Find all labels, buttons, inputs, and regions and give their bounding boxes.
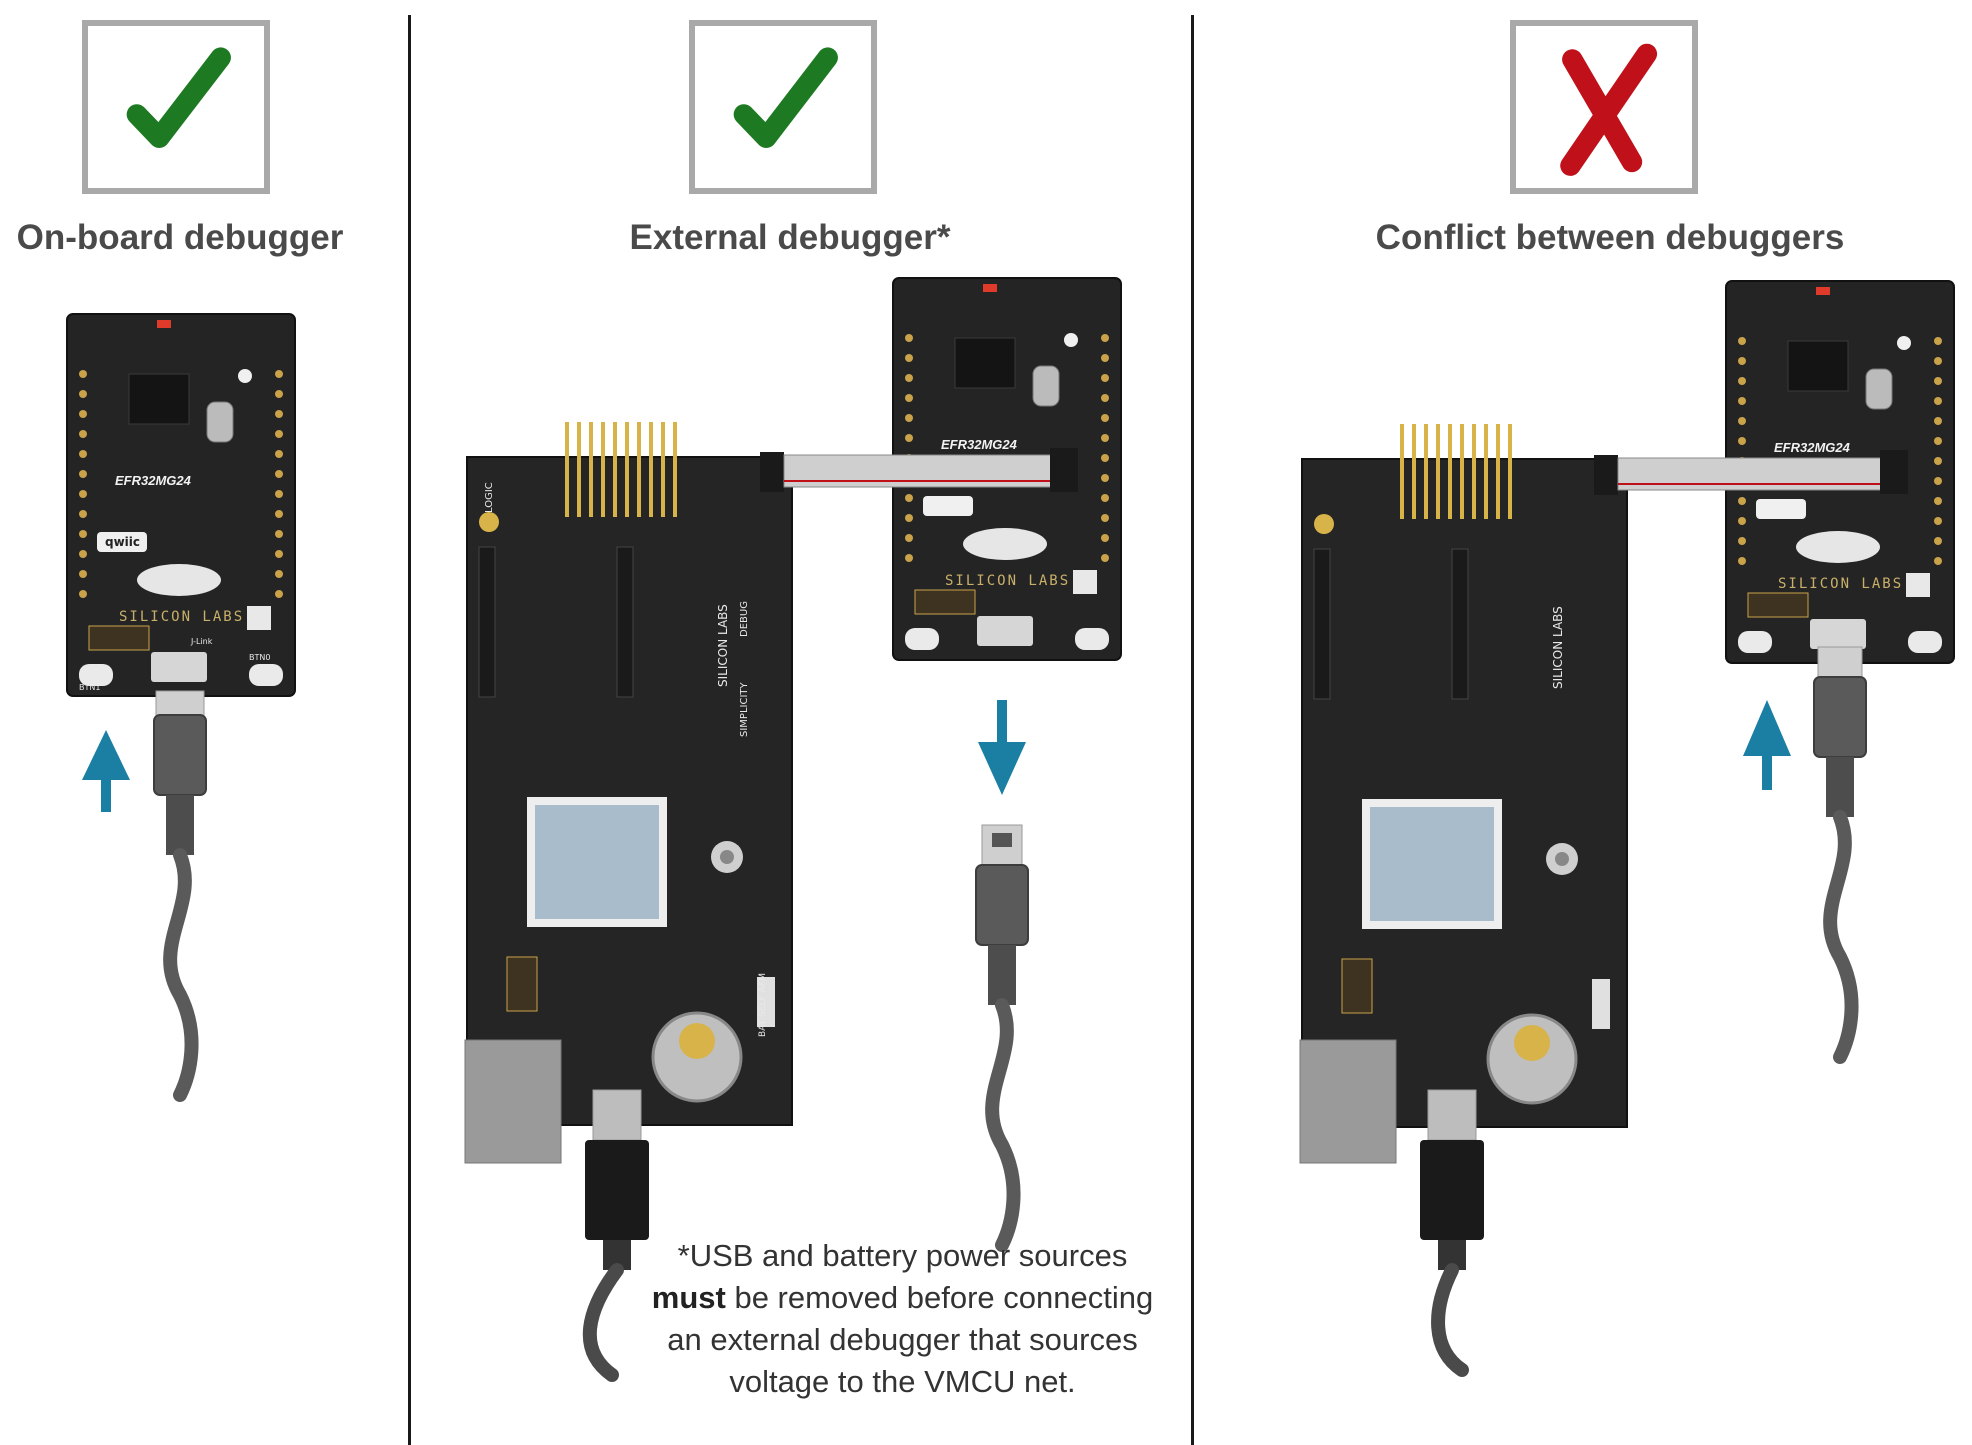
checkmark-icon (733, 47, 838, 148)
conflict-dev-board: EFR32MG24 SILICON LABS (1725, 280, 1955, 664)
status-box-conflict (1510, 20, 1698, 194)
conflict-dev-usb-cable (1814, 646, 1866, 1057)
footnote-line-2-rest: be removed before connecting (725, 1280, 1154, 1315)
footnote: *USB and battery power sources must be r… (615, 1235, 1190, 1403)
logic-label: LOGIC (484, 482, 495, 513)
board-brand-label: SILICON LABS (119, 609, 244, 625)
footnote-line-2: must be removed before connecting (615, 1277, 1190, 1319)
external-main-board: LOGIC SILICON LABS SIMPLICITY DEBUG BAT … (465, 415, 794, 1127)
panel-divider-left (408, 15, 411, 1445)
status-box-external (689, 20, 877, 194)
footnote-line-1: *USB and battery power sources (677, 1238, 1128, 1273)
arrow-up-icon (1743, 700, 1791, 790)
conflict-main-usb-cable (1420, 1089, 1484, 1377)
board-chip-label: EFR32MG24 (115, 473, 192, 488)
ribbon-cable-conflict (1594, 450, 1908, 495)
mainboard-brand-label: SILICON LABS (716, 604, 730, 687)
panel-divider-right (1191, 15, 1194, 1445)
external-board-usb-cable (582, 1089, 649, 1382)
board-chip-label: EFR32MG24 (941, 437, 1018, 452)
panel-title-external: External debugger* (629, 218, 951, 257)
disconnected-usb-cable (976, 824, 1028, 1245)
jlink-label: J-Link (190, 637, 213, 646)
onboard-usb-cable (154, 690, 206, 1095)
arrow-down-icon (978, 700, 1026, 795)
debug-label: DEBUG (739, 601, 750, 637)
checkmark-icon (126, 47, 231, 148)
footnote-line-4: voltage to the VMCU net. (729, 1364, 1076, 1399)
btn1-label: BTN1 (79, 683, 100, 692)
panel-title-onboard: On-board debugger (16, 218, 344, 257)
arrow-up-icon (82, 730, 130, 812)
board-chip-label: EFR32MG24 (1774, 440, 1851, 455)
ethernet-jack (464, 1039, 562, 1164)
mainboard-brand-label: SILICON LABS (1551, 606, 1565, 689)
external-dev-board: EFR32MG24 SILICON LABS (892, 277, 1122, 661)
board-brand-label: SILICON LABS (1778, 576, 1903, 592)
btn0-label: BTN0 (249, 653, 270, 662)
onboard-dev-board: EFR32MG24 SILICON LABS qwiic BTN1 BTN0 J… (66, 313, 296, 697)
board-brand-label: SILICON LABS (945, 573, 1070, 589)
bat-label: BAT SELF AEM (758, 973, 768, 1037)
simplicity-label: SIMPLICITY (739, 681, 750, 737)
qwiic-label: qwiic (105, 535, 140, 549)
ethernet-jack (1299, 1039, 1397, 1164)
conflict-main-board: SILICON LABS (1300, 417, 1629, 1129)
footnote-line-3: an external debugger that sources (667, 1322, 1138, 1357)
footnote-emphasis: must (651, 1280, 726, 1315)
panel-title-conflict: Conflict between debuggers (1375, 218, 1845, 257)
cross-icon (1560, 43, 1658, 176)
ribbon-cable (760, 448, 1078, 492)
status-box-onboard (82, 20, 270, 194)
